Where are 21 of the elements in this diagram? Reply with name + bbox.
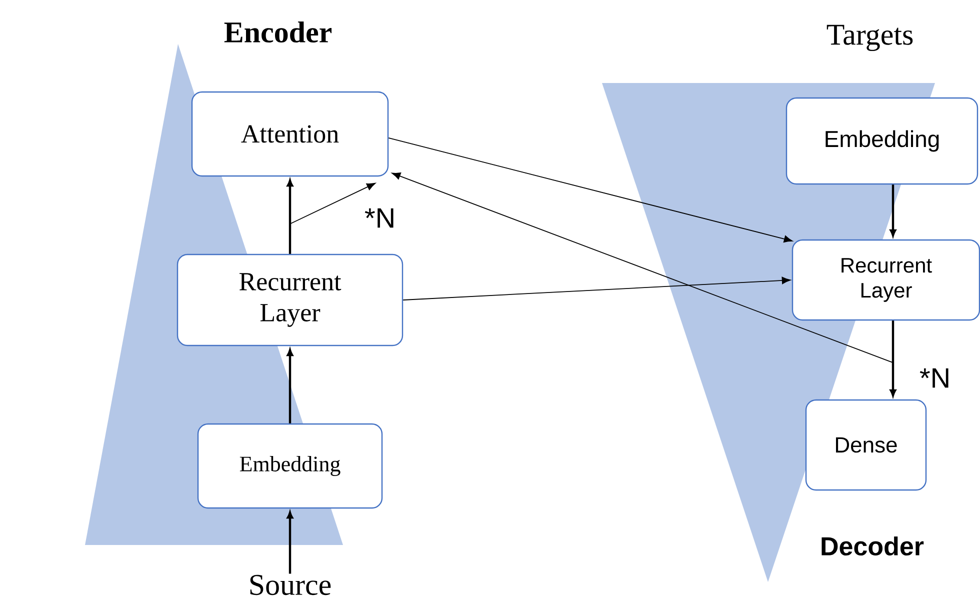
arrow xyxy=(890,320,896,397)
process-box: Recurrent Layer xyxy=(176,254,404,346)
arrow xyxy=(388,138,793,243)
arrow xyxy=(286,348,294,424)
repeat-label: *N xyxy=(364,208,394,228)
process-box: Embedding xyxy=(197,423,383,509)
repeat-label: *N xyxy=(920,368,948,388)
process-box: Recurrent Layer xyxy=(792,239,980,321)
arrow xyxy=(290,182,376,254)
arrow xyxy=(890,184,896,237)
heading: Encoder xyxy=(224,21,332,43)
arrow xyxy=(392,172,894,364)
heading: Targets xyxy=(826,24,913,52)
arrow xyxy=(286,179,294,254)
process-box: Attention xyxy=(191,91,389,177)
input-text: Source xyxy=(250,574,331,596)
arrow xyxy=(402,276,791,300)
heading: Decoder xyxy=(822,536,924,556)
process-box: Dense xyxy=(805,399,927,491)
arrow xyxy=(286,511,294,574)
process-box: Embedding xyxy=(786,97,978,185)
